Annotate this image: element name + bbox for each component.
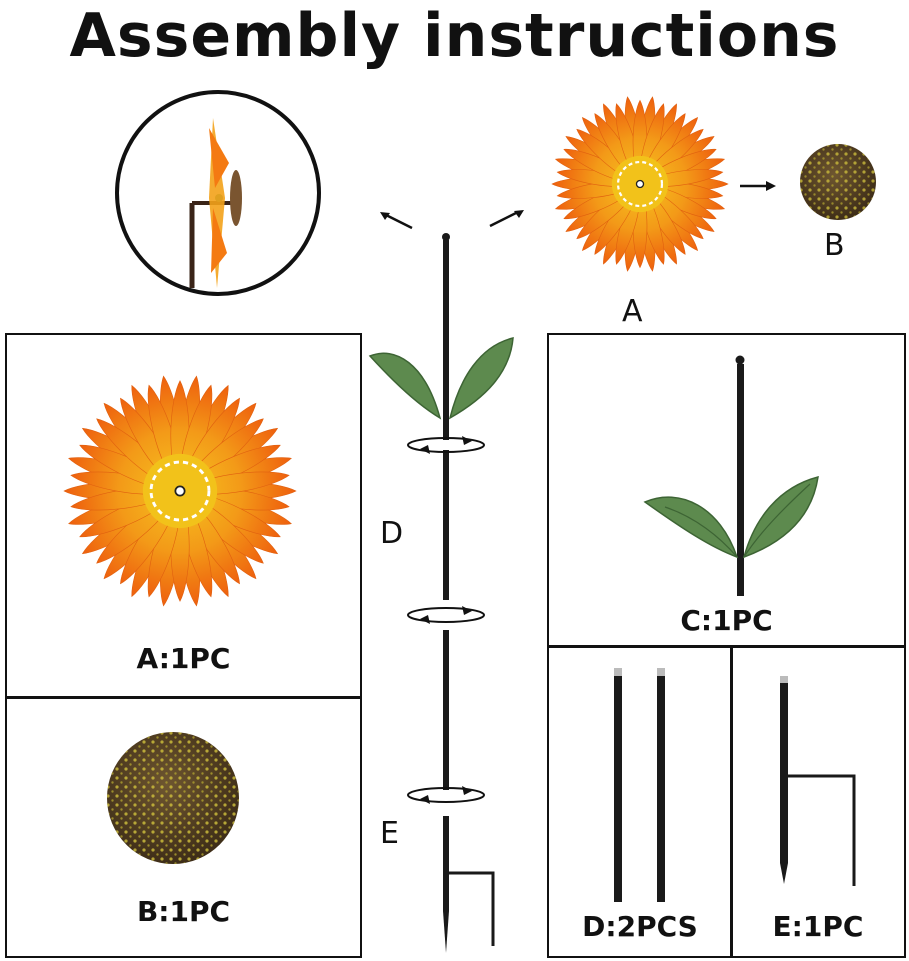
dome-b-top [800, 144, 876, 220]
letter-a: A [622, 294, 643, 329]
part-a-box [5, 333, 362, 699]
letter-e: E [380, 816, 399, 851]
side-view-circle [115, 90, 321, 296]
flower-a [63, 375, 297, 607]
part-d-box [547, 645, 733, 958]
letter-b: B [824, 228, 845, 263]
arrow-to-b-icon [740, 181, 776, 191]
arrow-right-icon [489, 210, 524, 228]
part-c-label: C:1PC [680, 604, 773, 637]
part-e-box [730, 645, 906, 958]
part-d-label: D:2PCS [582, 910, 698, 943]
part-b-box [5, 696, 362, 958]
assembled-stake [368, 233, 514, 953]
poles-d [614, 668, 665, 902]
center-hole [635, 179, 645, 189]
center-hole [174, 485, 186, 497]
part-a-label: A:1PC [136, 642, 231, 675]
dome-b [107, 732, 239, 864]
flower-a-top [551, 96, 729, 272]
dashed-ring [149, 460, 211, 522]
dashed-ring [616, 160, 664, 208]
stem-c [643, 355, 819, 596]
part-c-box [547, 333, 906, 648]
part-b-label: B:1PC [136, 895, 231, 928]
page-title: Assembly instructions [69, 1, 840, 71]
arrow-left-icon [380, 212, 413, 230]
letter-d: D [380, 516, 404, 551]
ground-stake-e [780, 676, 856, 886]
part-e-label: E:1PC [772, 910, 864, 943]
